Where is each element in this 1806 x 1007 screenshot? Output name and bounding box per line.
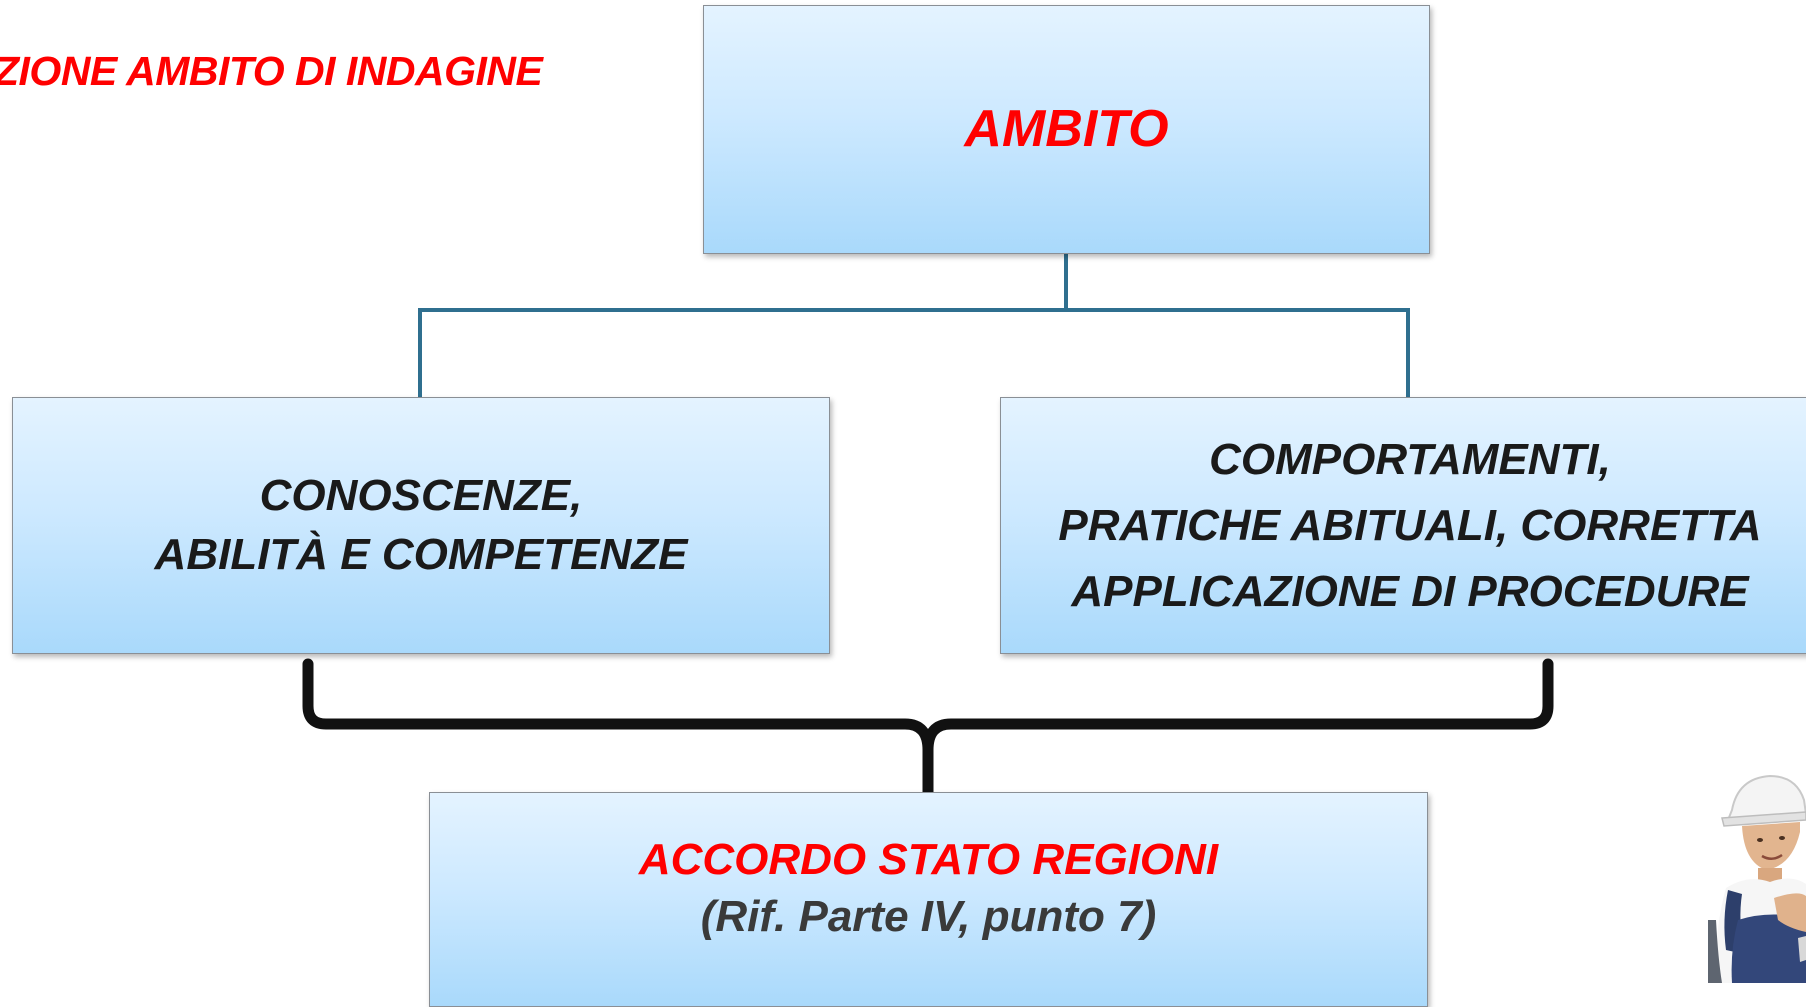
comportamenti-line-3: APPLICAZIONE DI PROCEDURE xyxy=(1071,566,1749,616)
comportamenti-box: COMPORTAMENTI, PRATICHE ABITUALI, CORRET… xyxy=(1000,397,1806,654)
ambito-box: AMBITO xyxy=(703,5,1430,254)
conoscenze-line-2: ABILITÀ E COMPETENZE xyxy=(154,529,688,579)
conoscenze-line-1: CONOSCENZE, xyxy=(259,471,583,521)
page-heading: ZIONE AMBITO DI INDAGINE xyxy=(0,48,543,94)
accordo-subtitle: (Rif. Parte IV, punto 7) xyxy=(700,892,1157,942)
worker-icon xyxy=(1708,774,1806,983)
curly-brace xyxy=(302,658,1554,798)
accordo-title: ACCORDO STATO REGIONI xyxy=(638,835,1219,884)
comportamenti-line-1: COMPORTAMENTI, xyxy=(1209,434,1611,484)
ambito-label: AMBITO xyxy=(964,99,1169,158)
accordo-box: ACCORDO STATO REGIONI (Rif. Parte IV, pu… xyxy=(429,792,1428,1007)
diagram-connectors xyxy=(302,252,1554,798)
comportamenti-line-2: PRATICHE ABITUALI, CORRETTA xyxy=(1058,500,1762,550)
conoscenze-box: CONOSCENZE, ABILITÀ E COMPETENZE xyxy=(12,397,830,654)
tree-connector xyxy=(418,252,1410,399)
